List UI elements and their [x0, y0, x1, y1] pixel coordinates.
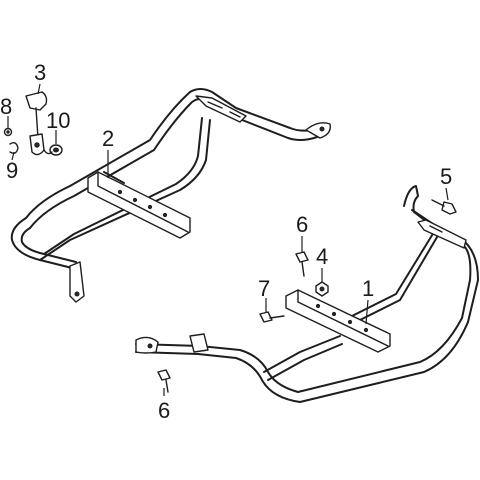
bolt [259, 311, 285, 323]
bushing [43, 144, 63, 156]
bolt [295, 251, 309, 277]
washer [3, 127, 13, 137]
callout-8: 8 [0, 94, 12, 119]
latch-lever [25, 91, 48, 156]
callout-1: 1 [362, 276, 374, 301]
bolt [157, 369, 171, 393]
nut [315, 281, 329, 297]
callout-4: 4 [316, 244, 328, 269]
front-frame [135, 185, 479, 403]
clip [9, 141, 19, 155]
callout-9: 9 [6, 158, 18, 183]
rear-frame [10, 88, 331, 303]
leader-lines [7, 83, 449, 396]
callout-6-lower: 6 [158, 398, 170, 423]
callout-3: 3 [34, 60, 46, 85]
callout-5: 5 [440, 164, 452, 189]
bolt [431, 199, 457, 215]
callout-2: 2 [102, 126, 114, 151]
callout-7: 7 [258, 276, 270, 301]
callout-10: 10 [46, 108, 70, 133]
callout-6-upper: 6 [296, 212, 308, 237]
